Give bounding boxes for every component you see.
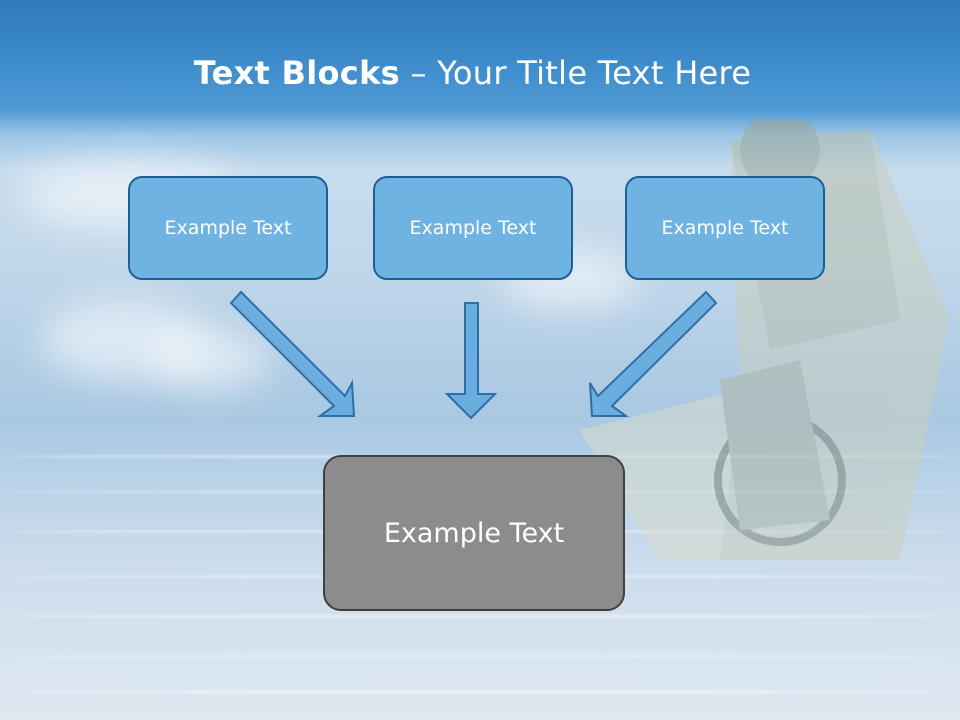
cloud	[150, 330, 270, 390]
title-separator: –	[400, 54, 438, 92]
title-rest: Your Title Text Here	[437, 54, 752, 92]
water-ripple	[0, 615, 960, 618]
dollar-paper-boat-image	[580, 120, 950, 560]
water-ripple	[0, 690, 960, 693]
text-block-2-label: Example Text	[409, 217, 537, 239]
arrow-center-down	[444, 302, 498, 420]
text-block-1-label: Example Text	[164, 217, 292, 239]
text-block-2[interactable]: Example Text	[373, 176, 573, 280]
target-text-block[interactable]: Example Text	[323, 455, 625, 611]
target-text-block-label: Example Text	[383, 517, 565, 549]
arrow-left-diagonal	[229, 290, 356, 417]
arrow-right-diagonal	[589, 290, 718, 417]
text-block-1[interactable]: Example Text	[128, 176, 328, 280]
slide-title: Text Blocks – Your Title Text Here	[0, 54, 945, 92]
text-block-3[interactable]: Example Text	[625, 176, 825, 280]
title-bold-part: Text Blocks	[193, 54, 401, 92]
water-ripple	[0, 655, 960, 658]
text-block-3-label: Example Text	[661, 217, 789, 239]
